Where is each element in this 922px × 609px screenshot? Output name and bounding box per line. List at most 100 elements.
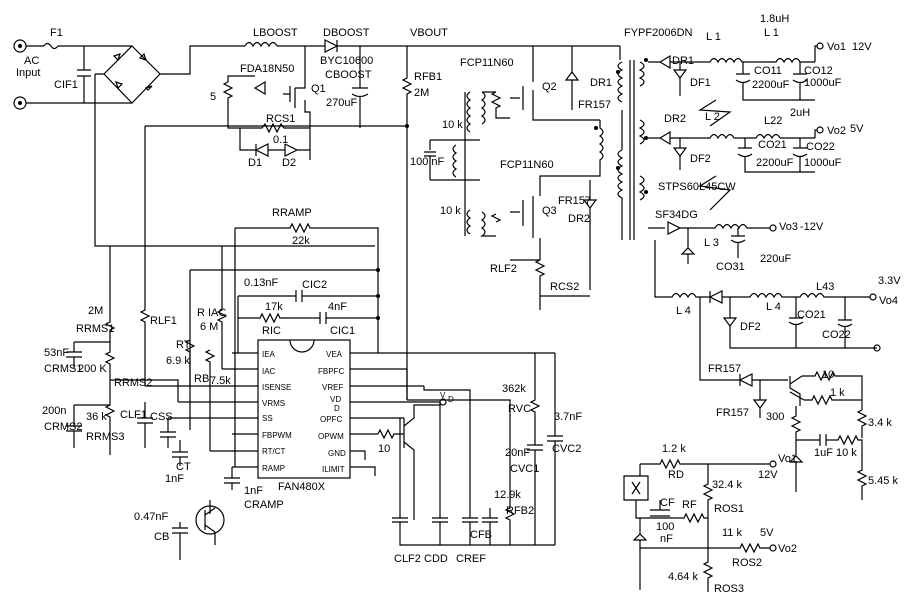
fb-ros3-value: 4.64 k [668,571,698,583]
cfb-label: CFB [470,529,492,541]
out1-volts: 12V [852,41,872,53]
pin-iac: IAC [262,367,276,376]
rlf1-label: RLF1 [150,315,177,327]
boost-inductor-label: LBOOST [253,27,298,39]
rt-value: 6.9 k [166,355,190,367]
cb-value: 0.47nF [134,511,169,523]
out2-co21-value: 2200uF [756,157,794,169]
pin-ramp: RAMP [262,464,285,473]
rfb1-label: RFB1 [414,71,442,83]
out1-l11-value: 1.8uH [760,13,789,25]
out1-vout: Vo1 [827,41,846,53]
boost-inductor [244,41,278,48]
out4-l4: L 4 [676,305,691,317]
pfc-mosfet-label: Q1 [311,83,326,95]
out1-co12-value: 1000uF [804,77,842,89]
fan480x-body [257,339,351,479]
pfc-mosfet-part: FDA18N50 [240,63,294,75]
pin-fbpfc: FBPFC [318,367,344,376]
boost-diode-label: DBOOST [323,27,370,39]
sup-fr157b: FR157 [716,407,749,419]
controller-peripherals: RRAMP 22k 0.13nF CIC2 17k 4nF RIC CIC1 2… [42,74,582,565]
pin-vea: VEA [326,350,343,359]
dr2-label: DR2 [568,213,590,225]
cramp-label: CRAMP [244,499,284,511]
fb-vo2: Vo2 [778,543,797,555]
rlf2-label: RLF2 [490,263,517,275]
q3-label: Q3 [542,205,557,217]
out1-co12: CO12 [804,65,833,77]
out1-co11-value: 2200uF [752,79,790,91]
output-minus12v: SF34DG L 3 CO31 220uF Vo3 -12V [648,209,824,274]
q3-part: FCP11N60 [500,159,554,171]
out2-l22: L22 [764,115,782,127]
out4-co22: CO22 [822,329,851,341]
pfc-stage: LBOOST DBOOST VBOUT BYC10600 CBOOST 270u… [145,27,620,400]
out3-l3: L 3 [704,237,719,249]
rvc-value: 362k [502,383,526,395]
out3-vout: Vo3 [779,221,798,233]
out1-co11: CO11 [754,65,782,77]
out1-df: DF1 [690,77,711,89]
rramp-value: 22k [292,235,310,247]
feedback-circuit: 1.2 k RD Vo1 12V CF 100 nF RF 32.4 k ROS… [623,443,797,602]
cic2-label: CIC2 [302,279,327,291]
rrms2-value: 200 K [78,363,107,375]
fb-ros2: ROS2 [732,557,762,569]
fuse-label: F1 [50,27,63,39]
pin-ilimit: ILIMIT [322,465,345,474]
cvc2-value: 3.7nF [554,411,582,423]
sup-fr157a: FR157 [708,363,741,375]
out3-volts: -12V [800,221,824,233]
bridge-rectifier [103,45,161,104]
sense-res-label: RCS1 [266,113,295,125]
crms2-value: 200n [42,405,66,417]
cref-label: CREF [456,553,486,565]
rrms3-value: 36 k [86,411,107,423]
cdd-label: CDD [424,553,448,565]
sup-c1uf: 1uF [814,447,833,459]
cb-label: CB [154,531,169,543]
fb-ros1-value: 32.4 k [712,479,742,491]
q2-label: Q2 [542,81,557,93]
rfb2-label: RFB2 [506,505,534,517]
pin-iea: IEA [262,350,276,359]
rvc-label: RVC [508,403,531,415]
pin-isense: ISENSE [262,383,291,392]
fan480x-label: FAN480X [278,481,326,493]
out4-vout: Vo4 [879,295,898,307]
fb-rf: RF [682,499,697,511]
out2-dr: DR2 [664,113,686,125]
crms1-value: 53nF [44,347,69,359]
out2-l22-value: 2uH [790,107,810,119]
output-5v: DR2 DF2 L 2 2uH L22 CO21 2200uF CO22 100… [648,99,864,211]
out2-co22: CO22 [806,141,835,153]
rfb2-value: 12.9k [494,489,521,501]
forward-stage: FCP11N60 Q2 10 k 100 nF 10 k FCP11N60 Q3… [410,46,648,316]
boost-cap-label: CBOOST [325,69,372,81]
out4-df: DF2 [740,321,761,333]
pin-vref: VREF [322,383,343,392]
rcs2-label: RCS2 [550,281,579,293]
dr2-part: FR157 [558,195,591,207]
css-label: CSS [150,411,173,423]
out4-l42: L 4 [766,301,781,313]
d1-label: D1 [248,157,262,169]
pin-fbpwm: FBPWM [262,431,292,440]
d2-label: D2 [282,157,296,169]
out1-dr: DR1 [672,55,694,67]
pin-ss: SS [262,414,273,423]
rrms3-label: RRMS3 [86,431,125,443]
input-cap [77,46,91,103]
ct-label: CT [176,461,191,473]
output-3v3: L 4 L 4 L43 3.3V Vo4 DF2 CO21 CO22 [654,240,901,358]
fb-vo1: Vo1 [778,453,797,465]
cvc1-value: 20nF [505,447,530,459]
cic2-value: 0.13nF [244,277,279,289]
gate-cap: 100 nF [410,156,445,168]
pin-vd: VD [330,395,341,404]
fb-ros2-value: 11 k [722,527,742,539]
clf2-label: CLF2 [394,553,421,565]
bus-label: VBOUT [410,27,448,39]
